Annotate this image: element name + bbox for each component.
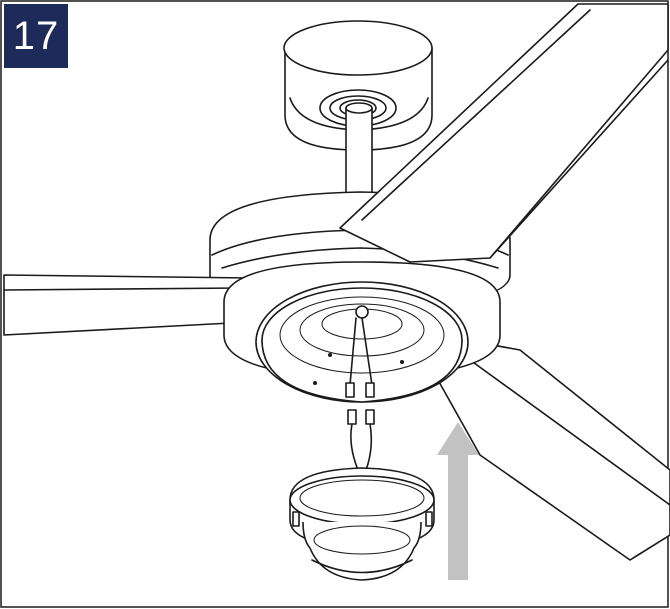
step-number-badge: 17 [4,4,68,68]
lower-trim-ring [223,261,501,403]
housing-wires [345,317,375,398]
fan-blade-left [3,274,251,336]
wire-connector-left [345,382,355,398]
light-kit-wires [347,409,375,471]
wire-connector-right [365,382,375,398]
light-kit [289,467,435,581]
fan-blade-right-lower [409,329,670,561]
fan-blade-upper-right [339,3,669,263]
up-arrow-icon [437,422,479,580]
